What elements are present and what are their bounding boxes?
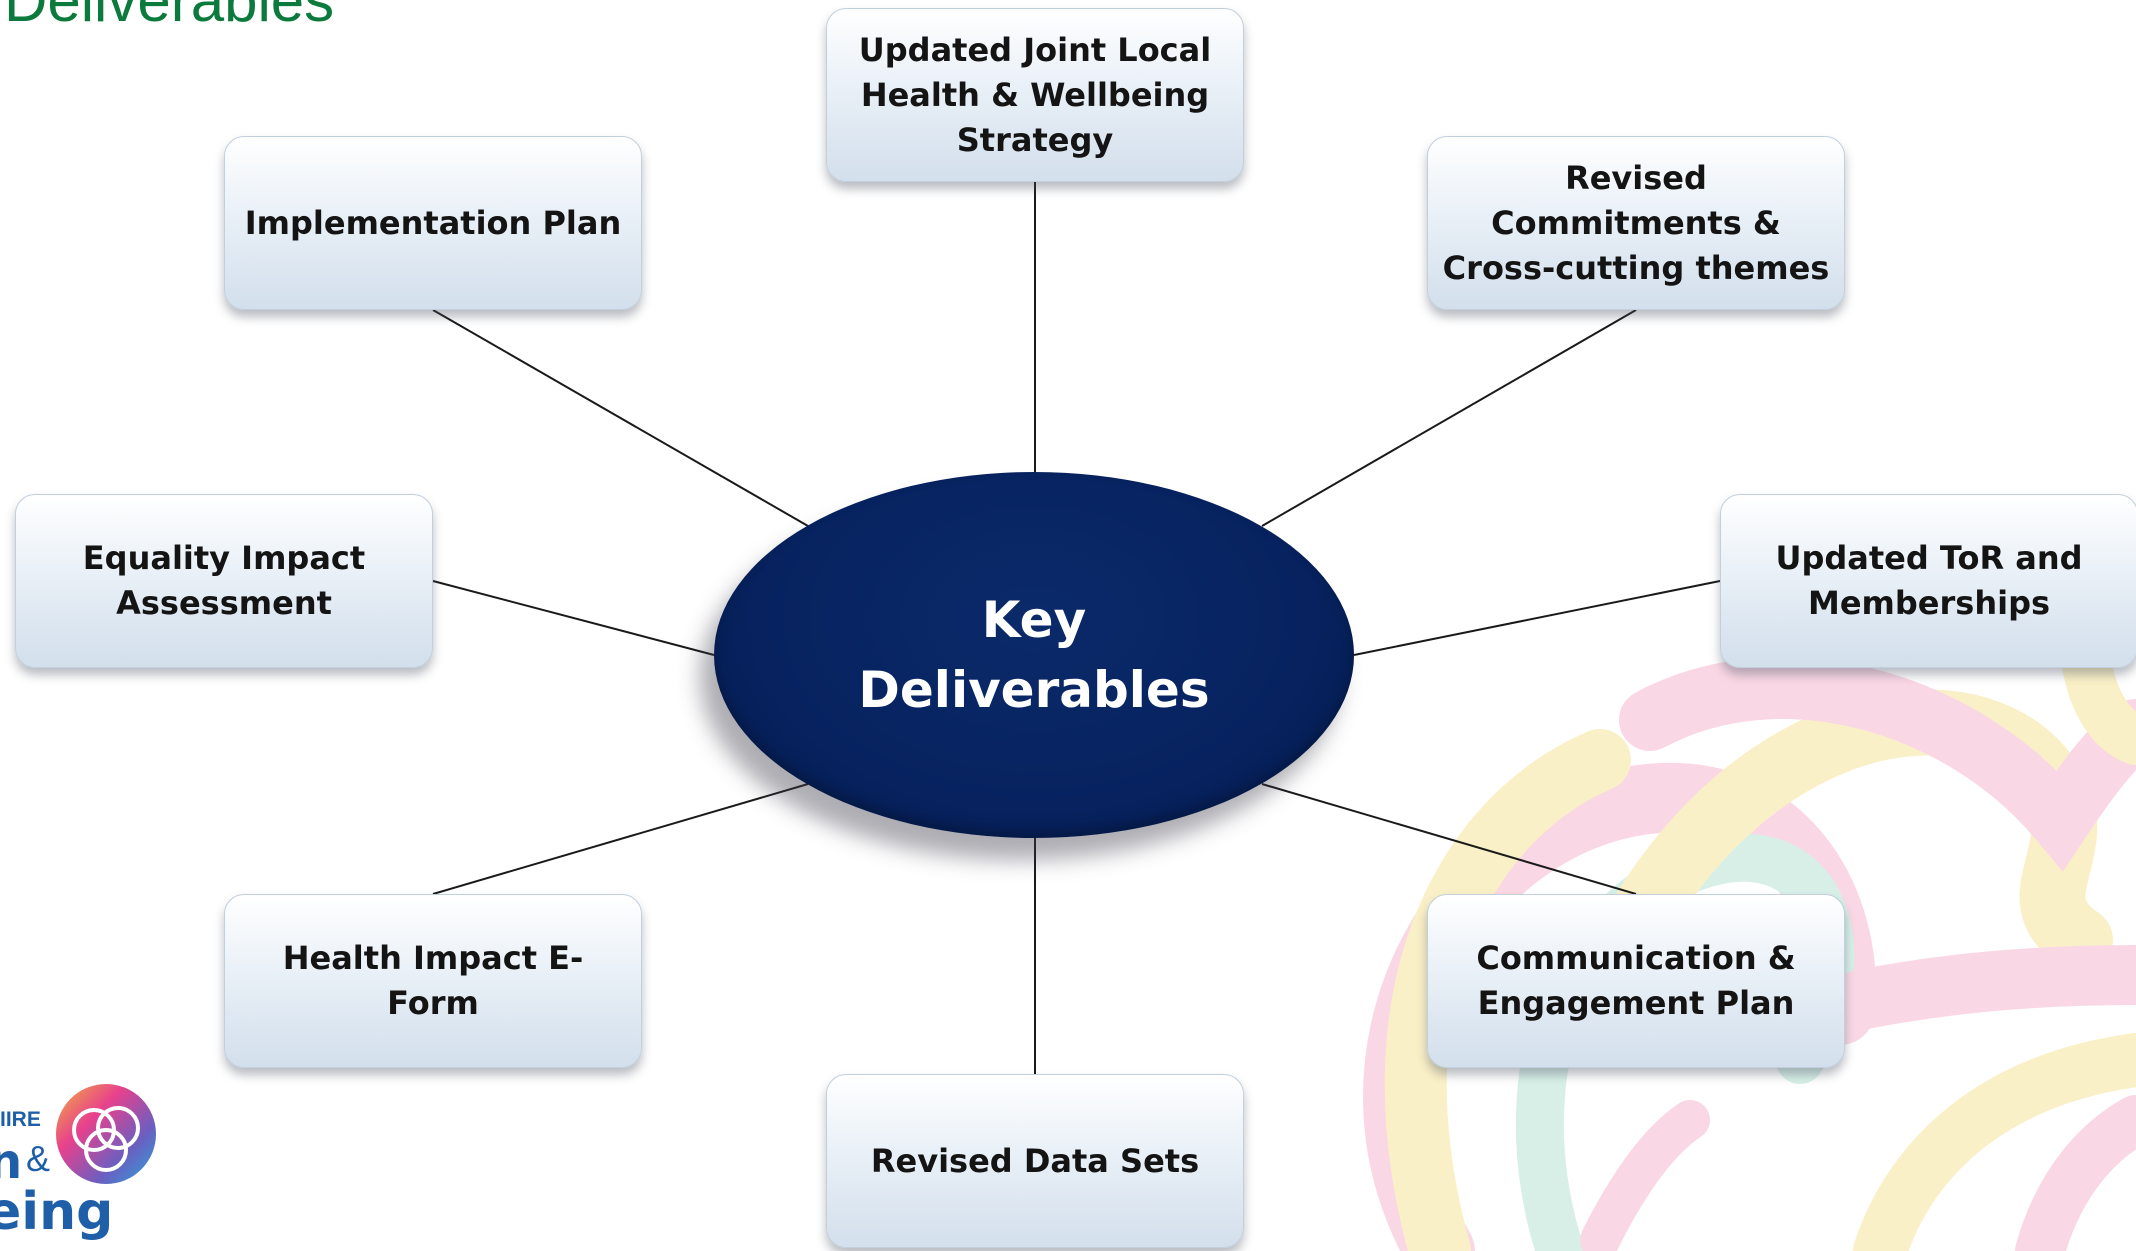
node-label: Revised Commitments & Cross-cutting them… [1442, 158, 1830, 287]
node-communication-plan: Communication & Engagement Plan [1427, 894, 1845, 1068]
node-label: Revised Data Sets [870, 1141, 1200, 1180]
node-label: Updated Joint Local Health & Wellbeing S… [858, 30, 1212, 159]
node-label: Health Impact E-Form [282, 939, 584, 1022]
node-updated-tor: Updated ToR and Memberships [1720, 494, 2136, 668]
node-updated-strategy: Updated Joint Local Health & Wellbeing S… [826, 8, 1244, 182]
connector-implementation [432, 309, 809, 527]
node-label: Communication & Engagement Plan [1476, 939, 1796, 1022]
page-title: Deliverables [4, 0, 335, 34]
logo-text-mid: n [0, 1134, 23, 1190]
logo-text-amp: & [26, 1138, 51, 1179]
logo-text-bottom: eing [0, 1182, 114, 1242]
node-health-impact-eform: Health Impact E-Form [224, 894, 642, 1068]
connector-eqia [432, 580, 715, 656]
connector-hia [432, 783, 809, 895]
logo-text-top: IIRE [0, 1108, 41, 1131]
node-label: Implementation Plan [244, 203, 622, 242]
connector-comms [1261, 783, 1637, 895]
hub-ellipse: Key Deliverables [714, 472, 1354, 838]
connector-commitments [1261, 309, 1637, 527]
logo: IIRE n & eing [0, 1078, 170, 1251]
node-equality-impact: Equality Impact Assessment [15, 494, 433, 668]
hub-label: Key Deliverables [858, 591, 1210, 719]
connector-tor [1353, 580, 1721, 656]
logo-mark-icon [56, 1084, 156, 1184]
node-implementation-plan: Implementation Plan [224, 136, 642, 310]
node-revised-data-sets: Revised Data Sets [826, 1074, 1244, 1248]
node-revised-commitments: Revised Commitments & Cross-cutting them… [1427, 136, 1845, 310]
node-label: Updated ToR and Memberships [1775, 539, 2083, 622]
node-label: Equality Impact Assessment [82, 539, 366, 622]
